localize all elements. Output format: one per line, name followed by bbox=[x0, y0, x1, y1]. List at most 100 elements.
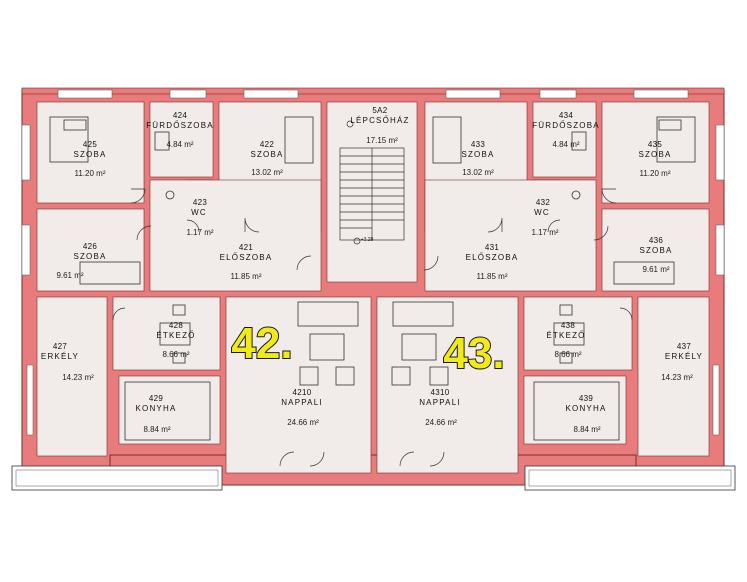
svg-text:SZOBA: SZOBA bbox=[73, 252, 106, 261]
svg-text:436: 436 bbox=[649, 236, 663, 245]
svg-text:435: 435 bbox=[648, 140, 662, 149]
floor-439 bbox=[523, 375, 627, 445]
svg-text:439: 439 bbox=[579, 394, 593, 403]
svg-text:ELŐSZOBA: ELŐSZOBA bbox=[466, 253, 519, 262]
svg-text:24.66 m²: 24.66 m² bbox=[425, 418, 457, 427]
svg-text:8.66 m²: 8.66 m² bbox=[162, 350, 189, 359]
floor-429 bbox=[118, 375, 221, 445]
svg-text:11.85 m²: 11.85 m² bbox=[231, 272, 262, 281]
svg-text:KONYHA: KONYHA bbox=[566, 404, 607, 413]
svg-text:ERKÉLY: ERKÉLY bbox=[665, 352, 703, 361]
room-label-424: 424 FÜRDŐSZOBA 4.84 m² bbox=[146, 111, 214, 149]
windows bbox=[21, 89, 725, 436]
room-label-437: 437 ERKÉLY 14.23 m² bbox=[661, 342, 703, 382]
svg-text:LÉPCSŐHÁZ: LÉPCSŐHÁZ bbox=[350, 116, 409, 125]
svg-text:429: 429 bbox=[149, 394, 163, 403]
svg-text:422: 422 bbox=[260, 140, 274, 149]
room-label-427: 427 ERKÉLY 14.23 m² bbox=[41, 342, 94, 382]
room-label-429: 429 KONYHA 8.84 m² bbox=[136, 394, 177, 434]
svg-text:SZOBA: SZOBA bbox=[250, 150, 283, 159]
svg-text:FÜRDŐSZOBA: FÜRDŐSZOBA bbox=[532, 121, 600, 130]
stair-level-mark: +3.28 bbox=[361, 237, 374, 243]
room-label-435: 435 SZOBA 11.20 m² bbox=[638, 140, 671, 178]
doors bbox=[112, 188, 633, 467]
svg-text:9.61 m²: 9.61 m² bbox=[56, 271, 83, 280]
svg-text:438: 438 bbox=[561, 321, 575, 330]
room-label-432: 432 WC 1.17 m² bbox=[531, 198, 558, 237]
floor-424 bbox=[149, 101, 214, 178]
room-label-422: 422 SZOBA 13.02 m² bbox=[250, 140, 283, 177]
apartment-label-43: 43. bbox=[443, 329, 504, 378]
floor-435 bbox=[601, 101, 710, 204]
svg-text:11.20 m²: 11.20 m² bbox=[75, 169, 106, 178]
svg-text:1.17 m²: 1.17 m² bbox=[531, 228, 558, 237]
svg-text:SZOBA: SZOBA bbox=[73, 150, 106, 159]
svg-text:11.20 m²: 11.20 m² bbox=[640, 169, 671, 178]
floor-427 bbox=[36, 296, 108, 457]
svg-text:8.66 m²: 8.66 m² bbox=[554, 350, 581, 359]
svg-text:425: 425 bbox=[83, 140, 97, 149]
svg-text:13.02 m²: 13.02 m² bbox=[462, 168, 494, 177]
svg-text:24.66 m²: 24.66 m² bbox=[287, 418, 319, 427]
svg-text:ÉTKEZŐ: ÉTKEZŐ bbox=[156, 331, 195, 340]
svg-text:433: 433 bbox=[471, 140, 485, 149]
floor-437 bbox=[637, 296, 710, 457]
svg-text:5A2: 5A2 bbox=[372, 106, 387, 115]
svg-text:17.15 m²: 17.15 m² bbox=[366, 136, 398, 145]
room-label-426: 426 SZOBA 9.61 m² bbox=[56, 242, 106, 280]
svg-text:9.61 m²: 9.61 m² bbox=[642, 265, 669, 274]
svg-text:13.02 m²: 13.02 m² bbox=[251, 168, 283, 177]
svg-text:4.84 m²: 4.84 m² bbox=[166, 140, 193, 149]
svg-text:ELŐSZOBA: ELŐSZOBA bbox=[220, 253, 273, 262]
svg-text:4310: 4310 bbox=[431, 388, 450, 397]
floor-426 bbox=[36, 208, 145, 292]
svg-text:ERKÉLY: ERKÉLY bbox=[41, 352, 79, 361]
floor-436 bbox=[601, 208, 710, 292]
room-label-5a2: 5A2 LÉPCSŐHÁZ 17.15 m² bbox=[350, 106, 409, 145]
svg-text:SZOBA: SZOBA bbox=[461, 150, 494, 159]
svg-text:426: 426 bbox=[83, 242, 97, 251]
svg-text:KONYHA: KONYHA bbox=[136, 404, 177, 413]
svg-text:431: 431 bbox=[485, 243, 499, 252]
staircase bbox=[339, 120, 405, 245]
svg-text:SZOBA: SZOBA bbox=[639, 246, 672, 255]
floor-428 bbox=[112, 296, 221, 371]
svg-text:WC: WC bbox=[534, 208, 550, 217]
svg-text:423: 423 bbox=[193, 198, 207, 207]
floor-425 bbox=[36, 101, 145, 204]
svg-text:WC: WC bbox=[191, 208, 207, 217]
floor-421 bbox=[149, 179, 322, 292]
room-label-425: 425 SZOBA 11.20 m² bbox=[73, 140, 106, 178]
room-label-4310: 4310 NAPPALI 24.66 m² bbox=[419, 388, 461, 427]
apartment-label-42: 42. bbox=[231, 319, 292, 368]
room-label-439: 439 KONYHA 8.84 m² bbox=[566, 394, 607, 434]
room-label-436: 436 SZOBA 9.61 m² bbox=[639, 236, 672, 274]
svg-text:4.84 m²: 4.84 m² bbox=[552, 140, 579, 149]
room-label-434: 434 FÜRDŐSZOBA 4.84 m² bbox=[532, 111, 600, 149]
svg-text:1.17 m²: 1.17 m² bbox=[186, 228, 213, 237]
svg-text:432: 432 bbox=[536, 198, 550, 207]
room-label-438: 438 ÉTKEZŐ 8.66 m² bbox=[546, 321, 584, 359]
svg-text:14.23 m²: 14.23 m² bbox=[661, 373, 693, 382]
svg-text:437: 437 bbox=[677, 342, 691, 351]
svg-text:434: 434 bbox=[559, 111, 573, 120]
svg-text:FÜRDŐSZOBA: FÜRDŐSZOBA bbox=[146, 121, 214, 130]
svg-text:11.85 m²: 11.85 m² bbox=[477, 272, 508, 281]
terraces bbox=[11, 465, 736, 491]
svg-text:421: 421 bbox=[239, 243, 253, 252]
svg-text:8.84 m²: 8.84 m² bbox=[143, 425, 170, 434]
floor-434 bbox=[532, 101, 597, 178]
svg-text:424: 424 bbox=[173, 111, 187, 120]
room-label-431: 431 ELŐSZOBA 11.85 m² bbox=[466, 243, 519, 281]
svg-text:NAPPALI: NAPPALI bbox=[419, 398, 461, 407]
room-label-421: 421 ELŐSZOBA 11.85 m² bbox=[220, 243, 273, 281]
floor-438 bbox=[523, 296, 633, 371]
svg-text:14.23 m²: 14.23 m² bbox=[62, 373, 94, 382]
room-label-4210: 4210 NAPPALI 24.66 m² bbox=[281, 388, 321, 427]
svg-text:SZOBA: SZOBA bbox=[638, 150, 671, 159]
svg-text:427: 427 bbox=[53, 342, 67, 351]
room-label-423: 423 WC 1.17 m² bbox=[186, 198, 213, 237]
svg-text:4210: 4210 bbox=[293, 388, 312, 397]
svg-text:8.84 m²: 8.84 m² bbox=[573, 425, 600, 434]
